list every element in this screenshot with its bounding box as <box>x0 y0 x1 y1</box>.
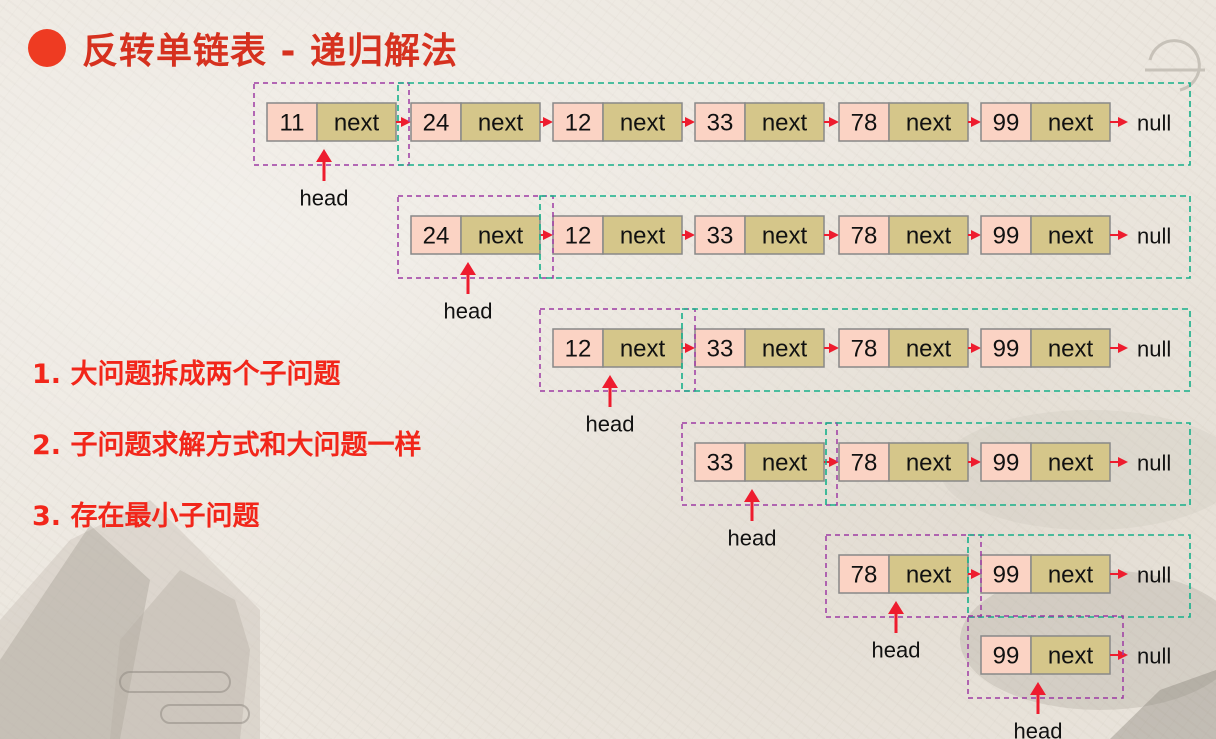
head-label: head <box>444 299 493 324</box>
arrowhead-icon <box>685 230 695 240</box>
node-value: 99 <box>993 223 1020 250</box>
arrowhead-icon <box>1118 117 1128 127</box>
arrowhead-icon <box>971 569 981 579</box>
null-label: null <box>1137 563 1171 588</box>
arrowhead-icon <box>829 343 839 353</box>
node-value: 33 <box>707 110 734 137</box>
arrowhead-icon <box>685 117 695 127</box>
node-value: 78 <box>851 223 878 250</box>
null-label: null <box>1137 337 1171 362</box>
node-next-label: next <box>1048 643 1094 670</box>
node-next-label: next <box>762 110 808 137</box>
node-value: 33 <box>707 223 734 250</box>
node-next-label: next <box>906 450 952 477</box>
node-value: 78 <box>851 562 878 589</box>
node-next-label: next <box>620 110 666 137</box>
node-next-label: next <box>334 110 380 137</box>
up-arrow-icon <box>316 149 332 162</box>
head-label: head <box>872 638 921 663</box>
node-next-label: next <box>762 336 808 363</box>
arrowhead-icon <box>971 457 981 467</box>
arrowhead-icon <box>829 117 839 127</box>
node-value: 78 <box>851 336 878 363</box>
node-next-label: next <box>1048 223 1094 250</box>
node-next-label: next <box>620 223 666 250</box>
arrowhead-icon <box>1118 343 1128 353</box>
node-next-label: next <box>1048 336 1094 363</box>
up-arrow-icon <box>1030 682 1046 695</box>
node-next-label: next <box>762 450 808 477</box>
up-arrow-icon <box>460 262 476 275</box>
arrowhead-icon <box>829 230 839 240</box>
up-arrow-icon <box>602 375 618 388</box>
node-value: 99 <box>993 643 1020 670</box>
node-value: 24 <box>423 110 450 137</box>
node-value: 99 <box>993 562 1020 589</box>
node-value: 33 <box>707 450 734 477</box>
node-value: 78 <box>851 110 878 137</box>
null-label: null <box>1137 224 1171 249</box>
head-label: head <box>300 186 349 211</box>
node-value: 12 <box>565 110 592 137</box>
node-next-label: next <box>906 110 952 137</box>
node-next-label: next <box>906 336 952 363</box>
node-next-label: next <box>478 110 524 137</box>
arrowhead-icon <box>543 230 553 240</box>
null-label: null <box>1137 451 1171 476</box>
node-next-label: next <box>906 223 952 250</box>
node-next-label: next <box>1048 450 1094 477</box>
node-value: 33 <box>707 336 734 363</box>
head-label: head <box>586 412 635 437</box>
arrowhead-icon <box>685 343 695 353</box>
node-next-label: next <box>620 336 666 363</box>
null-label: null <box>1137 111 1171 136</box>
up-arrow-icon <box>888 601 904 614</box>
node-next-label: next <box>762 223 808 250</box>
node-value: 12 <box>565 223 592 250</box>
up-arrow-icon <box>744 489 760 502</box>
node-value: 12 <box>565 336 592 363</box>
node-value: 99 <box>993 450 1020 477</box>
node-next-label: next <box>1048 110 1094 137</box>
node-value: 99 <box>993 336 1020 363</box>
arrowhead-icon <box>1118 569 1128 579</box>
node-next-label: next <box>906 562 952 589</box>
null-label: null <box>1137 644 1171 669</box>
node-next-label: next <box>1048 562 1094 589</box>
arrowhead-icon <box>971 343 981 353</box>
head-label: head <box>1014 719 1063 739</box>
node-value: 99 <box>993 110 1020 137</box>
arrowhead-icon <box>1118 457 1128 467</box>
arrowhead-icon <box>543 117 553 127</box>
node-value: 24 <box>423 223 450 250</box>
node-value: 78 <box>851 450 878 477</box>
head-label: head <box>728 526 777 551</box>
node-value: 11 <box>280 110 305 137</box>
node-next-label: next <box>478 223 524 250</box>
arrowhead-icon <box>971 230 981 240</box>
arrowhead-icon <box>971 117 981 127</box>
arrowhead-icon <box>1118 230 1128 240</box>
